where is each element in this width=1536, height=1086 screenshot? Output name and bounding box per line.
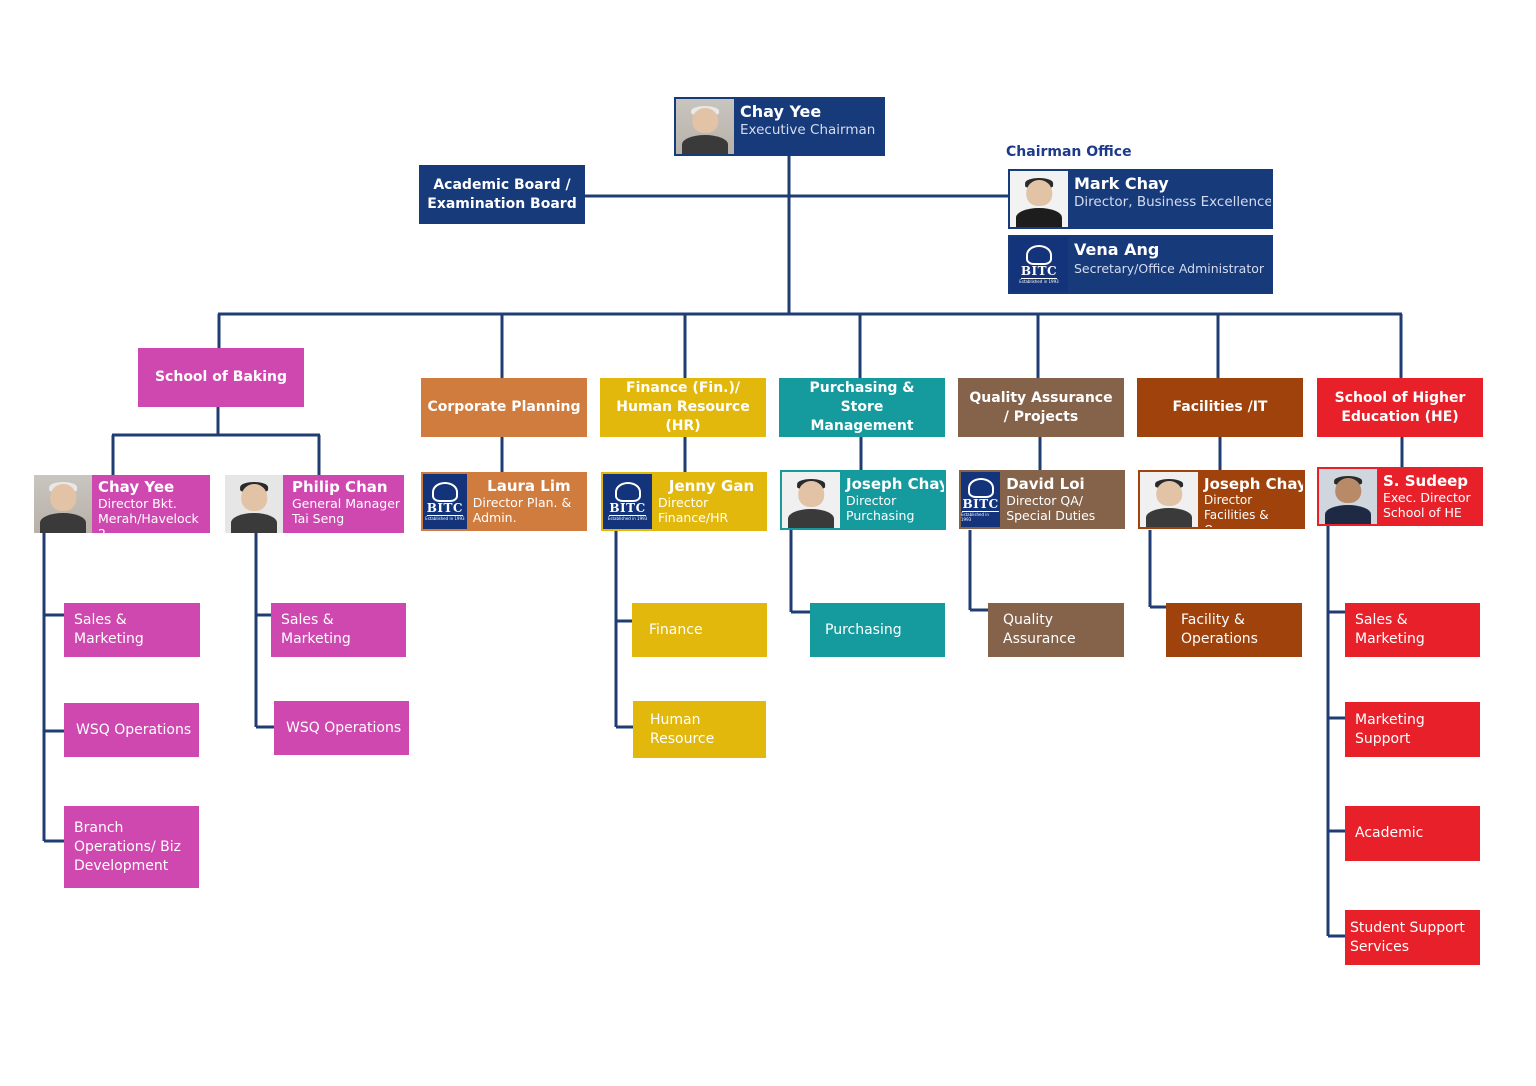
he-unit-academic: Academic	[1345, 806, 1480, 861]
purchasing-unit-purchasing: Purchasing	[810, 603, 945, 657]
dept-purchasing: Purchasing & Store Management	[779, 378, 945, 437]
baking-head2-card: Philip Chan General Manager Tai Seng	[225, 475, 404, 533]
chairman-card: Chay Yee Executive Chairman	[674, 97, 885, 156]
baking2-unit-sales-marketing: Sales & Marketing	[271, 603, 406, 657]
baking1-unit-wsq-operations: WSQ Operations	[64, 703, 199, 757]
mark-chay-card: Mark Chay Director, Business Excellence	[1008, 169, 1273, 229]
chef-hat-icon	[1026, 245, 1052, 265]
corporate-head-card: BITC Established in 1993 Laura Lim Direc…	[421, 472, 587, 531]
chairman-role: Executive Chairman	[740, 122, 876, 138]
baking-head2-photo	[225, 475, 283, 533]
vena-ang-name: Vena Ang	[1074, 240, 1160, 259]
mark-chay-role: Director, Business Excellence	[1074, 194, 1271, 210]
qa-unit-quality-assurance: Quality Assurance	[988, 603, 1124, 657]
baking-head1-photo	[34, 475, 92, 533]
chef-hat-icon	[431, 482, 458, 502]
he-unit-student-support: Student Support Services	[1345, 910, 1480, 965]
baking1-unit-sales-marketing: Sales & Marketing	[64, 603, 200, 657]
dept-finance-hr: Finance (Fin.)/ Human Resource (HR)	[600, 378, 766, 437]
baking-head1-card: Chay Yee Director Bkt. Merah/Havelock 2	[34, 475, 210, 533]
dept-quality-assurance: Quality Assurance / Projects	[958, 378, 1124, 437]
mark-chay-name: Mark Chay	[1074, 174, 1169, 193]
chef-hat-icon	[614, 482, 641, 502]
dept-corporate-planning: Corporate Planning	[421, 378, 587, 437]
bitc-logo: BITC Established in 1993	[961, 472, 1001, 527]
mark-chay-photo	[1010, 171, 1068, 227]
chairman-office-label: Chairman Office	[1006, 144, 1132, 160]
higher-ed-head-photo	[1319, 469, 1377, 524]
dept-school-of-baking: School of Baking	[138, 348, 304, 407]
vena-ang-card: BITC Established in 1993 Vena Ang Secret…	[1008, 235, 1273, 294]
finance-head-card: BITC Established in 1993 Jenny Gan Direc…	[601, 472, 767, 531]
bitc-logo: BITC Established in 1993	[1010, 237, 1068, 292]
dept-higher-education: School of Higher Education (HE)	[1317, 378, 1483, 437]
vena-ang-role: Secretary/Office Administrator	[1074, 261, 1265, 276]
academic-board-label: Academic Board / Examination Board	[427, 176, 577, 212]
finance-unit-finance: Finance	[632, 603, 767, 657]
academic-board-box: Academic Board / Examination Board	[419, 165, 585, 224]
chef-hat-icon	[967, 477, 994, 498]
facilities-unit-facility-operations: Facility & Operations	[1166, 603, 1302, 657]
purchasing-head-photo	[782, 472, 840, 528]
baking2-unit-wsq-operations: WSQ Operations	[274, 701, 409, 755]
facilities-head-photo	[1140, 472, 1198, 527]
dept-facilities-it: Facilities /IT	[1137, 378, 1303, 437]
baking1-unit-branch-operations: Branch Operations/ Biz Development	[64, 806, 199, 888]
bitc-logo: BITC Established in 1993	[603, 474, 653, 529]
qa-head-card: BITC Established in 1993 David Loi Direc…	[959, 470, 1125, 529]
facilities-head-card: Joseph Chay Director Facilities & Opns	[1138, 470, 1305, 529]
higher-ed-head-card: S. Sudeep Exec. Director School of HE	[1317, 467, 1483, 526]
he-unit-sales-marketing: Sales & Marketing	[1345, 603, 1480, 657]
he-unit-marketing-support: Marketing Support	[1345, 702, 1480, 757]
finance-unit-human-resource: Human Resource	[633, 701, 766, 758]
chairman-name: Chay Yee	[740, 102, 822, 121]
bitc-logo: BITC Established in 1993	[423, 474, 467, 529]
purchasing-head-card: Joseph Chay Director Purchasing	[780, 470, 946, 530]
chairman-photo	[676, 99, 734, 154]
